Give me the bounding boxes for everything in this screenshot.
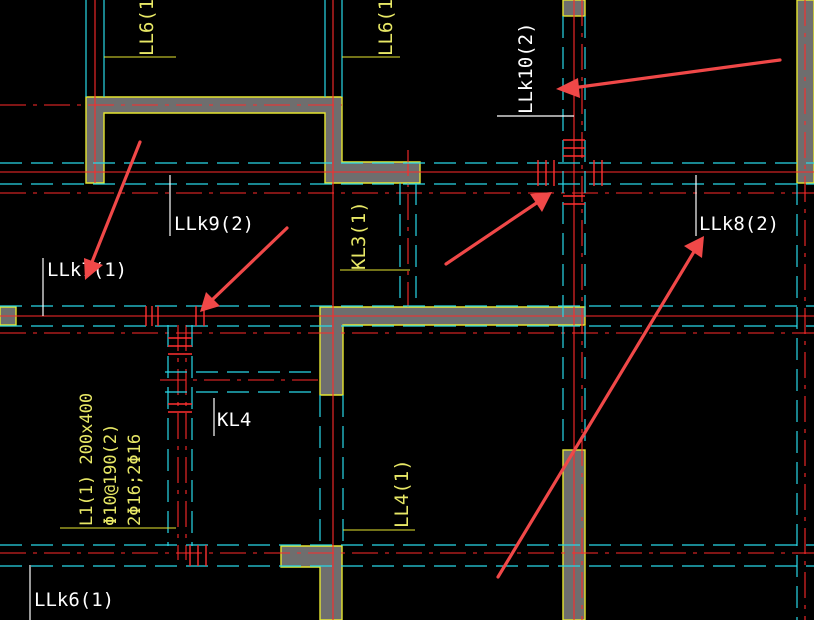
annotation-arrows	[84, 58, 782, 579]
leader-lines	[29, 56, 697, 620]
label-l1-line2: Φ10@190(2)	[101, 424, 121, 526]
label-ll6-a: LL6(1)	[136, 0, 158, 56]
label-kl3: KL3(1)	[348, 201, 370, 270]
label-llk8: LLk8(2)	[699, 213, 779, 235]
label-l1-line3: 2Φ16;2Φ16	[125, 434, 145, 526]
arrow-to-left-beam	[200, 226, 289, 312]
label-l1-line1: L1(1) 200x400	[77, 393, 97, 526]
rebar-ticks	[145, 139, 603, 566]
wall-bottom-left	[280, 545, 343, 620]
wall-middle	[319, 306, 586, 396]
label-ll6-b: LL6(1)	[375, 0, 397, 56]
label-ll4: LL4(1)	[391, 459, 413, 528]
arrow-to-center-joint	[444, 192, 552, 266]
label-kl4: KL4	[217, 409, 251, 431]
arrow-to-llk7	[84, 140, 142, 280]
label-llk6: LLk6(1)	[34, 589, 114, 611]
arrow-to-llk8	[496, 236, 704, 579]
label-llk10: LLk10(2)	[515, 22, 537, 114]
label-llk9: LLk9(2)	[174, 213, 254, 235]
wall-upper-left	[85, 96, 421, 184]
arrow-to-llk10	[556, 58, 782, 98]
beam-labels: LL6(1) LL6(1) LLk10(2) LLk9(2) LLk8(2) L…	[34, 0, 779, 611]
